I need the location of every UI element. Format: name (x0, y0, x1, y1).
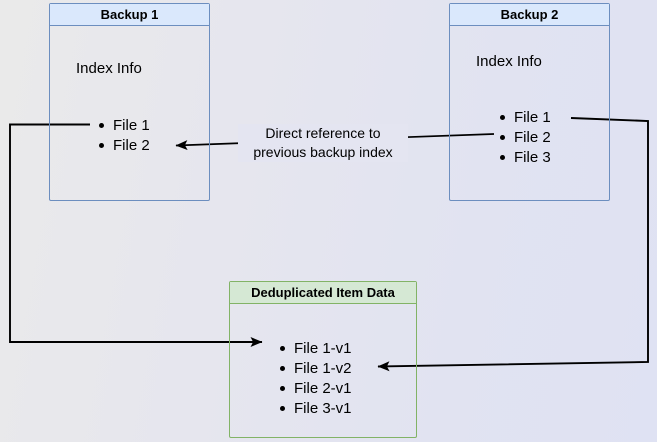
backup2-header: Backup 2 (450, 4, 609, 26)
list-item: File 1 (500, 107, 551, 127)
bullet-icon (99, 142, 104, 148)
file-label: File 3 (514, 148, 551, 166)
edge-label: Direct reference to previous backup inde… (238, 124, 408, 162)
file-label: File 2 (514, 128, 551, 146)
edge-label-line2: previous backup index (253, 144, 393, 160)
list-item: File 2 (500, 127, 551, 147)
backup2-file-list: File 1 File 2 File 3 (500, 107, 551, 167)
backup1-header: Backup 1 (50, 4, 209, 26)
bullet-icon (99, 122, 104, 128)
list-item: File 1 (99, 115, 150, 135)
dedup-file-list: File 1-v1 File 1-v2 File 2-v1 File 3-v1 (280, 338, 352, 418)
file-label: File 2 (113, 136, 150, 154)
bullet-icon (500, 154, 505, 160)
file-label: File 1-v1 (294, 339, 352, 357)
file-label: File 3-v1 (294, 399, 352, 417)
backup1-title: Backup 1 (100, 7, 159, 22)
file-label: File 1 (514, 108, 551, 126)
dedup-title: Deduplicated Item Data (251, 285, 395, 300)
list-item: File 3-v1 (280, 398, 352, 418)
bullet-icon (280, 385, 285, 391)
bullet-icon (500, 114, 505, 120)
list-item: File 1-v2 (280, 358, 352, 378)
dedup-node: Deduplicated Item Data File 1-v1 File 1-… (229, 281, 417, 438)
backup1-node: Backup 1 Index Info File 1 File 2 (49, 3, 210, 201)
bullet-icon (280, 405, 285, 411)
backup1-subtitle: Index Info (76, 60, 142, 77)
backup2-subtitle: Index Info (476, 53, 542, 70)
list-item: File 2 (99, 135, 150, 155)
backup1-file-list: File 1 File 2 (99, 115, 150, 155)
edge-label-line1: Direct reference to (265, 125, 381, 141)
file-label: File 2-v1 (294, 379, 352, 397)
bullet-icon (280, 345, 285, 351)
file-label: File 1-v2 (294, 359, 352, 377)
list-item: File 1-v1 (280, 338, 352, 358)
bullet-icon (280, 365, 285, 371)
backup2-title: Backup 2 (500, 7, 559, 22)
list-item: File 2-v1 (280, 378, 352, 398)
file-label: File 1 (113, 116, 150, 134)
bullet-icon (500, 134, 505, 140)
list-item: File 3 (500, 147, 551, 167)
dedup-header: Deduplicated Item Data (230, 282, 416, 304)
backup2-node: Backup 2 Index Info File 1 File 2 File 3 (449, 3, 610, 201)
